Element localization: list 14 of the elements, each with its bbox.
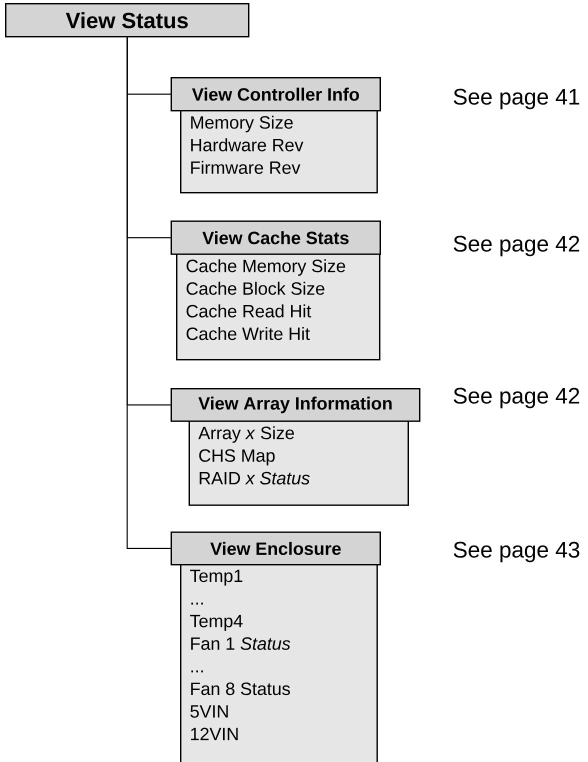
menu-header-box: View Enclosure <box>170 532 381 566</box>
menu-title-box: View Status <box>5 3 250 38</box>
page-reference: See page 42 <box>454 236 580 256</box>
menu-header-box: View Array Information <box>170 388 420 422</box>
menu-items-box: Cache Memory Size Cache Block Size Cache Read Hit Cache Write Hit <box>176 254 380 360</box>
menu-items-box: Temp1 ... Temp4 Fan 1 Status ... Fan 8 Status 5VIN 12VIN <box>180 564 378 762</box>
menu-items-box: Array x Size CHS Map RAID x Status <box>188 420 409 506</box>
page-reference: See page 43 <box>454 542 580 562</box>
page-reference: See page 42 <box>454 388 580 408</box>
page-reference: See page 41 <box>454 88 580 110</box>
menu-header-box: View Cache Stats <box>170 220 381 255</box>
menu-items-box: Memory Size Hardware Rev Firmware Rev <box>180 110 378 194</box>
connector-line <box>126 37 171 549</box>
menu-header-box: View Controller Info <box>170 77 381 112</box>
